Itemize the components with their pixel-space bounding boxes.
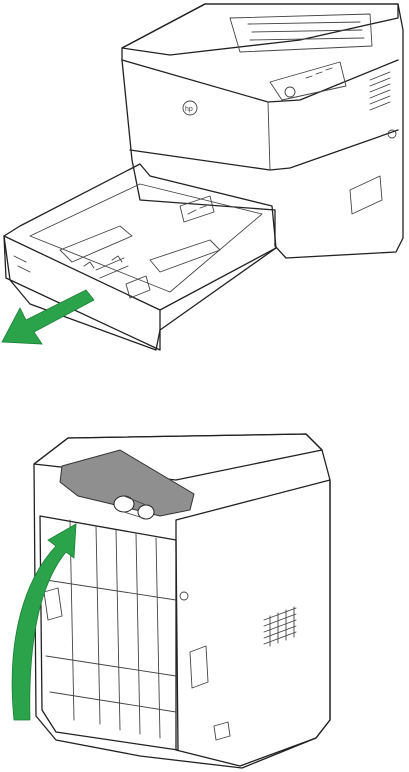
printer-rear-body bbox=[34, 434, 330, 768]
printer-body bbox=[122, 4, 403, 258]
svg-text:hp: hp bbox=[185, 106, 193, 113]
step-2-illustration bbox=[0, 420, 409, 772]
lift-flap-arrow-icon bbox=[12, 524, 76, 720]
step-1-illustration: hp bbox=[0, 0, 409, 360]
printer-front-tray-svg: hp bbox=[0, 0, 409, 360]
printer-rear-svg bbox=[0, 420, 409, 772]
hp-logo-icon: hp bbox=[183, 101, 197, 115]
